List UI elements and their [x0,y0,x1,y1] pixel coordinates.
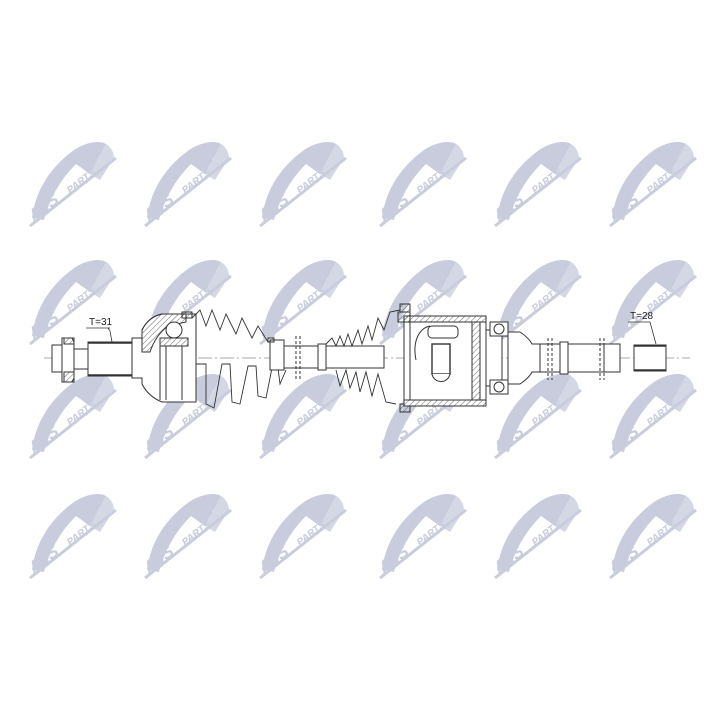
support-bearing [485,321,509,395]
main-shaft [283,336,385,380]
intermediate-shaft [507,331,621,385]
outer-cv-joint [131,311,197,403]
right-spline-label: T=28 [630,311,654,322]
left-stub-thread [51,337,89,383]
inner-boot [325,303,411,413]
left-spline-t31 [86,327,133,377]
left-spline-label: T=31 [89,317,113,328]
right-spline-t28 [628,321,667,372]
inner-tripod-joint [397,311,487,407]
outer-boot [191,308,287,409]
